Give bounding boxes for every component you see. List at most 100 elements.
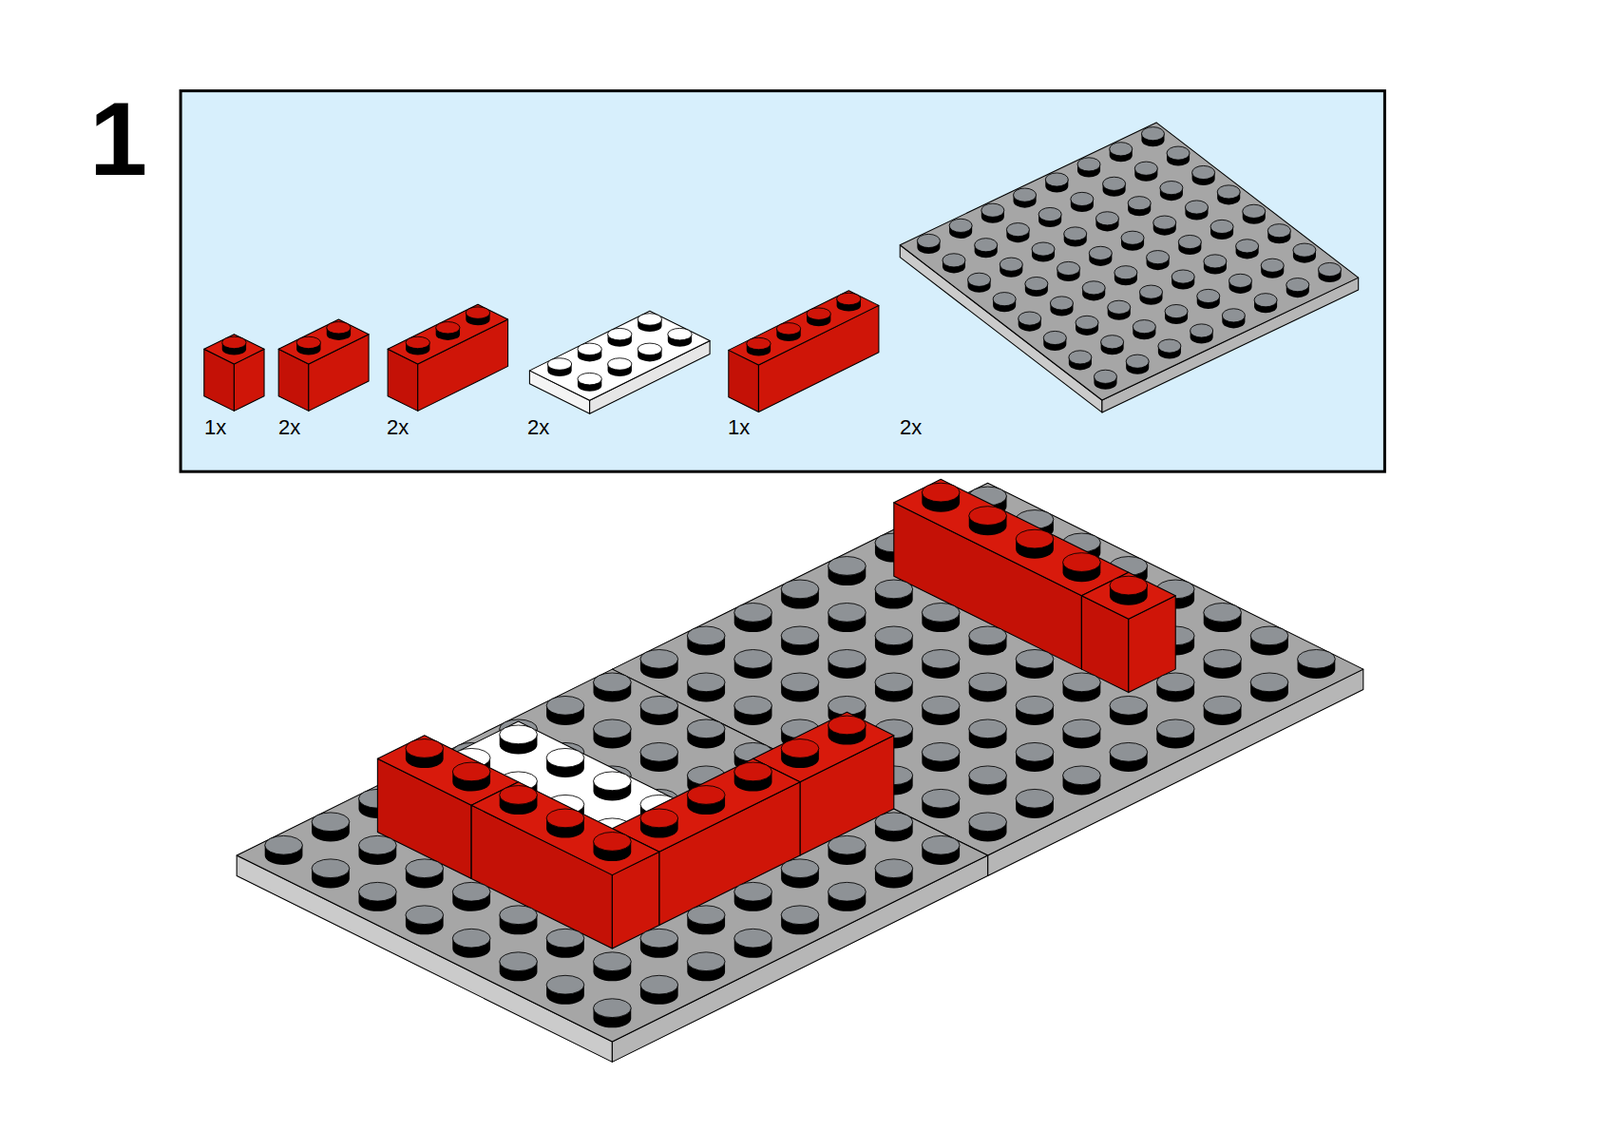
stud-top (1171, 269, 1195, 284)
baseplate-stud (828, 603, 867, 633)
stud-top (577, 372, 602, 384)
stud-top (1063, 719, 1102, 739)
stud-top (1049, 296, 1073, 310)
brick-top (529, 310, 710, 400)
stud-top (1127, 196, 1151, 210)
stud-top (1203, 648, 1242, 668)
stud-top (452, 881, 491, 901)
brick-face (894, 502, 1083, 669)
stud-top (222, 336, 247, 348)
stud-top (780, 858, 820, 878)
brick-face (758, 304, 878, 412)
baseplate-stud (686, 952, 725, 982)
baseplate-stud (686, 719, 725, 749)
stud-top (1134, 161, 1158, 175)
stud-top (942, 253, 966, 267)
stud-top (546, 808, 585, 828)
baseplate-stud (969, 626, 1008, 656)
stud-top (359, 835, 398, 855)
part-count: 2x (899, 417, 922, 439)
stud-top (1093, 369, 1117, 383)
stud-top (637, 342, 662, 355)
stud-top (1013, 188, 1037, 202)
brick-top (611, 758, 800, 852)
stud-top (875, 812, 914, 832)
part-piece (278, 319, 369, 411)
baseplate-stud (1063, 672, 1102, 703)
stud-top (1146, 250, 1170, 265)
baseplate-stud (828, 881, 867, 912)
stud-top (1125, 354, 1149, 368)
baseplate-stud (1063, 719, 1102, 749)
stud-top (921, 835, 960, 855)
stud-top (969, 626, 1008, 646)
baseplate-stud (780, 672, 820, 703)
stud-top (405, 336, 430, 348)
baseplate-stud (1109, 695, 1148, 725)
stud-top (640, 808, 679, 828)
baseplate-stud (640, 928, 679, 958)
stud-top (1038, 207, 1062, 221)
stud-top (311, 812, 350, 832)
baseplate-stud (452, 928, 491, 958)
stud-top (1088, 246, 1112, 260)
stud-top (1184, 200, 1208, 214)
stud-top (686, 785, 725, 805)
stud-top (577, 342, 602, 355)
baseplate-stud (969, 719, 1008, 749)
label-slot: 1x (727, 417, 750, 439)
baseplate-stud (780, 579, 820, 610)
stud-top (1267, 224, 1291, 238)
baseplate-stud (1156, 719, 1195, 749)
stud-top (1015, 529, 1054, 549)
stud-top (875, 858, 914, 878)
stud-top (640, 928, 679, 948)
stud-top (1217, 185, 1240, 199)
part-piece (728, 290, 879, 413)
baseplate-stud (1203, 648, 1242, 679)
stud-top (968, 272, 991, 286)
stud-top (686, 905, 725, 925)
stud-top (1293, 243, 1316, 257)
stud-top (1015, 788, 1054, 808)
stud-top (828, 835, 867, 855)
baseplate-stud (640, 742, 679, 772)
stud-top (734, 761, 773, 781)
stud-top (916, 233, 940, 248)
stud-top (780, 579, 820, 599)
baseplate-stud (875, 626, 914, 656)
part-count: 2x (527, 417, 550, 439)
stud-top (1250, 672, 1289, 692)
stud-top (1121, 230, 1144, 245)
part-piece (387, 304, 508, 411)
baseplate-stud (921, 695, 960, 725)
stud-top (1158, 339, 1181, 353)
stud-top (780, 672, 820, 692)
brick-top (236, 668, 988, 1042)
stud-top (1166, 146, 1190, 160)
label-slot: 2x (527, 417, 550, 439)
stud-top (1103, 176, 1126, 191)
part-count: 2x (278, 417, 301, 439)
stud-top (1132, 320, 1156, 334)
baseplate-stud (1015, 742, 1054, 772)
baseplate-stud (921, 603, 960, 633)
stud-top (974, 238, 998, 252)
baseplate-stud (1250, 626, 1289, 656)
baseplate-stud (593, 672, 632, 703)
build-model (236, 478, 1364, 1062)
stud-top (969, 812, 1008, 832)
baseplate-stud (640, 974, 679, 1005)
baseplate-stud (921, 835, 960, 865)
stud-top (686, 719, 725, 739)
stud-top (921, 742, 960, 762)
stud-top (921, 648, 960, 668)
stud-top (1095, 211, 1119, 226)
stud-top (1006, 223, 1029, 237)
part-count: 2x (386, 417, 409, 439)
stud-top (686, 626, 725, 646)
stud-top (1254, 293, 1277, 307)
stud-top (640, 742, 679, 762)
label-slot: 2x (386, 417, 409, 439)
baseplate-stud (546, 928, 585, 958)
